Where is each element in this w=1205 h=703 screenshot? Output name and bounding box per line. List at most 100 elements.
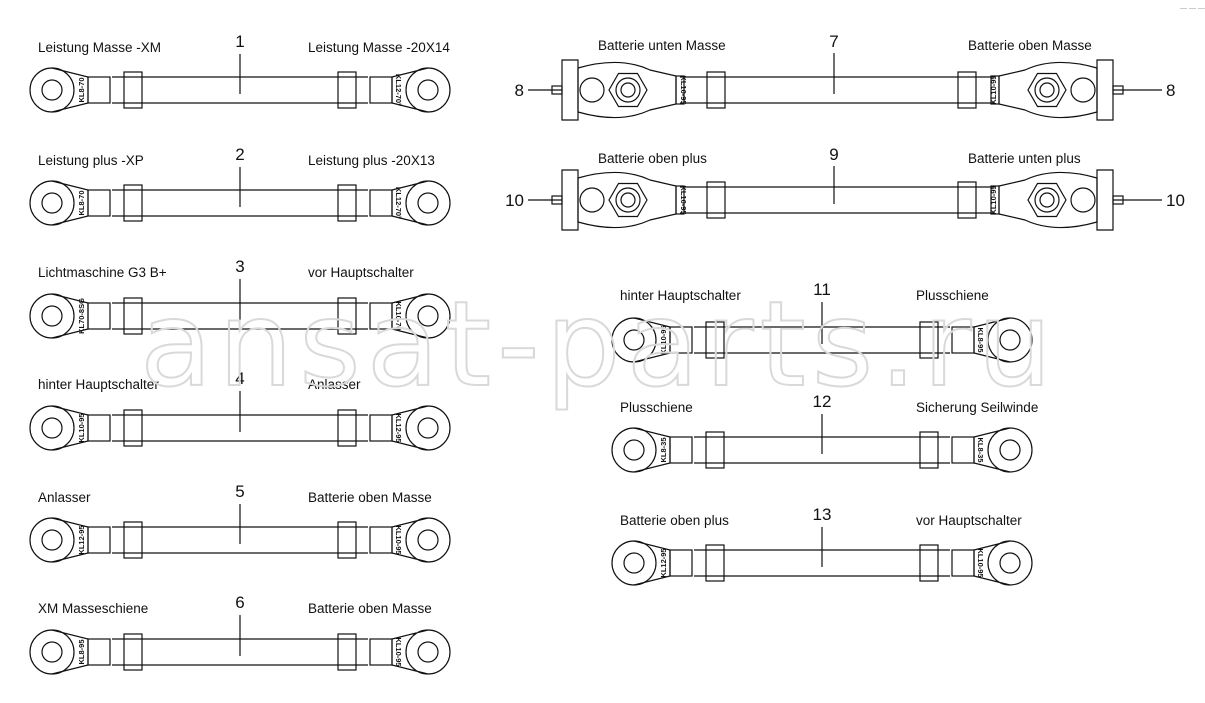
cable-left-label: Lichtmaschine G3 B+ xyxy=(38,265,167,280)
shrink-sleeve xyxy=(706,181,726,219)
ring-terminal: KL12-70° xyxy=(369,67,451,113)
battery-clamp xyxy=(551,169,677,231)
ring-terminal: KL10-95 xyxy=(369,629,451,675)
cable-right-label: vor Hauptschalter xyxy=(308,265,414,280)
clamp-number-left: 8 xyxy=(515,81,524,100)
shrink-sleeve xyxy=(337,409,357,447)
ring-terminal: KL8-95 xyxy=(29,629,111,675)
shrink-sleeve xyxy=(705,544,725,582)
cable-3: KL70-8SG KL10-70 Lichtmaschine G3 B+ vor Ha… xyxy=(29,257,451,339)
shrink-sleeve xyxy=(705,321,725,359)
cable-1: KL8-70 KL12-70° Leistung Masse -XM Leistung… xyxy=(29,32,451,113)
cable-right-label: Batterie oben Masse xyxy=(308,490,432,505)
cable-number: 2 xyxy=(235,145,244,164)
ring-terminal: KL12-95 xyxy=(611,540,693,586)
ring-terminal: KL12-95 xyxy=(369,405,451,451)
cable-left-label: hinter Hauptschalter xyxy=(620,288,741,303)
ring-terminal: KL12-95 xyxy=(29,517,111,563)
ring-terminal: KL8-95 xyxy=(951,317,1033,363)
battery-clamp xyxy=(998,169,1124,231)
cable-number: 5 xyxy=(235,482,244,501)
cable-number: 13 xyxy=(813,505,832,524)
shrink-sleeve xyxy=(337,71,357,109)
cable-right-label: Batterie oben Masse xyxy=(968,38,1092,53)
shrink-sleeve xyxy=(337,184,357,222)
shrink-sleeve xyxy=(706,71,726,109)
cable-right-label: Batterie oben Masse xyxy=(308,601,432,616)
terminal-code: KL8-95 xyxy=(976,327,985,352)
shrink-sleeve xyxy=(957,71,977,109)
cable-right-label: Plusschiene xyxy=(916,288,989,303)
terminal-code: KL12-95 xyxy=(659,548,668,577)
cable-number: 12 xyxy=(813,392,832,411)
battery-clamp xyxy=(551,59,677,121)
cable-right-label: Anlasser xyxy=(308,377,361,392)
cable-left-label: Batterie oben plus xyxy=(620,513,729,528)
terminal-code: KL12-95 xyxy=(77,525,86,554)
shrink-sleeve xyxy=(123,521,143,559)
cable-right-label: Leistung Masse -20X14 xyxy=(308,40,450,55)
cable-right-label: vor Hauptschalter xyxy=(916,513,1022,528)
terminal-code: KL70-8SG xyxy=(77,298,86,334)
cable-number: 4 xyxy=(235,369,244,388)
terminal-code: KL8-70 xyxy=(77,190,86,215)
cable-5: KL12-95 KL10-95 Anlasser Batterie oben Mass… xyxy=(29,482,451,563)
ring-terminal: KL8-35 xyxy=(611,427,693,473)
terminal-code: KL10-70 xyxy=(394,301,403,330)
cable-left-label: Leistung plus -XP xyxy=(38,153,144,168)
cable-number: 1 xyxy=(235,32,244,51)
shrink-sleeve xyxy=(123,297,143,335)
cable-left-label: Plusschiene xyxy=(620,400,693,415)
clamp-number-right: 8 xyxy=(1166,81,1175,100)
cable-number: 6 xyxy=(235,593,244,612)
ring-terminal: KL10-70 xyxy=(369,293,451,339)
shrink-sleeve xyxy=(705,431,725,469)
cable-4: KL10-95 KL12-95 hinter Hauptschalter Anlass… xyxy=(29,369,451,451)
cable-right-label: Batterie unten plus xyxy=(968,151,1081,166)
terminal-code: KL8-35 xyxy=(659,437,668,462)
shrink-sleeve xyxy=(123,71,143,109)
cable-number: 9 xyxy=(829,145,838,164)
terminal-code: KL12-70° xyxy=(394,74,403,106)
cable-right-label: Leistung plus -20X13 xyxy=(308,153,435,168)
battery-clamp xyxy=(998,59,1124,121)
terminal-code: KL10-95 xyxy=(659,325,668,354)
cable-left-label: Anlasser xyxy=(38,490,91,505)
shrink-sleeve xyxy=(919,321,939,359)
ring-terminal: KL70-8SG xyxy=(29,293,111,339)
cable-left-label: XM Masseschiene xyxy=(38,601,148,616)
clamp-number-left: 10 xyxy=(505,191,524,210)
ring-terminal: KL10-95 xyxy=(369,517,451,563)
cable-left-label: Batterie unten Masse xyxy=(598,38,726,53)
shrink-sleeve xyxy=(337,633,357,671)
terminal-code: KL10-95 xyxy=(77,413,86,442)
watermark-text: ansat-parts.ru xyxy=(140,275,1058,413)
cable-11: KL10-95 KL8-95 hinter Hauptschalter Plussch… xyxy=(611,280,1033,363)
terminal-code: KL8-95 xyxy=(77,639,86,664)
cable-left-label: Leistung Masse -XM xyxy=(38,40,161,55)
shrink-sleeve xyxy=(957,181,977,219)
cable-left-label: Batterie oben plus xyxy=(598,151,707,166)
cable-left-label: hinter Hauptschalter xyxy=(38,377,159,392)
cable-2: KL8-70 KL12-70° Leistung plus -XP Leistung … xyxy=(29,145,451,226)
terminal-code: KL10-95 xyxy=(976,548,985,577)
cable-13: KL12-95 KL10-95 Batterie oben plus vor Haup… xyxy=(611,505,1033,586)
cable-right-label: Sicherung Seilwinde xyxy=(916,400,1038,415)
terminal-code: KL8-70 xyxy=(77,77,86,102)
ring-terminal: KL8-70 xyxy=(29,180,111,226)
ring-terminal: KL10-95 xyxy=(611,317,693,363)
terminal-code: KL10-95 xyxy=(989,75,998,104)
shrink-sleeve xyxy=(337,297,357,335)
ring-terminal: KL12-70° xyxy=(369,180,451,226)
shrink-sleeve xyxy=(919,544,939,582)
cable-6: KL8-95 KL10-95 XM Masseschiene Batterie obe… xyxy=(29,593,451,675)
terminal-code: KL10-95 xyxy=(989,185,998,214)
cable-number: 11 xyxy=(813,280,831,299)
ring-terminal: KL8-70 xyxy=(29,67,111,113)
